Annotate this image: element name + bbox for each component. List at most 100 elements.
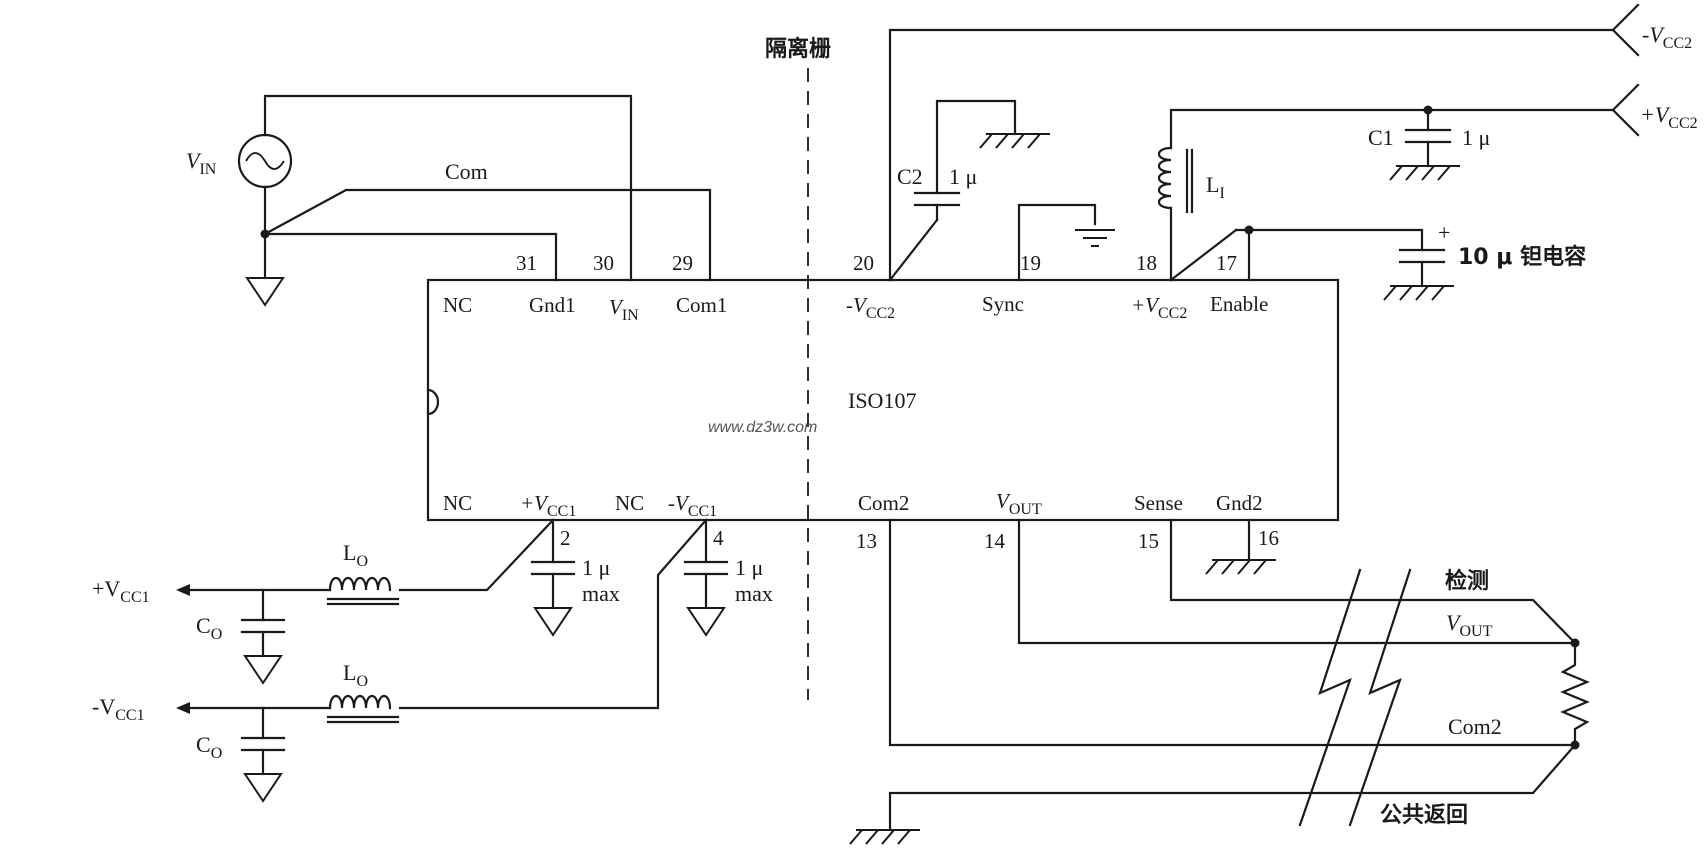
break-mark-2 [1348,568,1412,827]
ground-pin4-icon [686,607,726,637]
chip-body [426,278,1340,522]
ground-co-pos-icon [243,655,283,685]
cap-pin4-max: max [735,581,773,606]
wire-pin4 [398,518,708,710]
li-label: LI [1206,172,1225,202]
wire-vin-pin30 [263,94,633,282]
wire-li-top [1169,108,1615,150]
c1-label: C1 [1368,125,1394,150]
pin-15-label: Sense [1134,491,1183,515]
wire-node-pin31 [263,232,558,282]
cap-pin2-value: 1 μ [582,555,610,580]
wire-pin20-neg-vcc2 [888,28,1615,282]
pin-nc-top: NC [443,293,472,317]
inductor-lo-pos-icon [328,576,392,592]
tant-plus: + [1438,220,1450,245]
pin-15-num: 15 [1138,529,1159,553]
pin-14-label: VOUT [996,489,1042,518]
com2-label: Com2 [1448,714,1502,739]
neg-vcc2-terminal-icon [1611,3,1640,57]
wire-pin2 [398,518,555,592]
wire-common-return [888,743,1577,832]
common-return-label: 公共返回 [1380,803,1468,828]
ground-pin16-icon [1205,559,1276,575]
ground-co-neg-icon [243,773,283,803]
pin-4-num: 4 [713,526,724,550]
wire-pin20-to-c2 [888,218,939,282]
pin-20-num: 20 [853,251,874,275]
cap-pin4-value: 1 μ [735,555,763,580]
ground-common-return-icon [849,829,920,845]
wire-com2 [888,518,1577,747]
c2-value: 1 μ [949,164,977,189]
break-mark-1 [1298,568,1362,827]
neg-vcc1-label: -VCC1 [92,694,145,724]
sine-wave-icon [245,152,285,170]
tant-value: 10 μ 钽电容 [1458,244,1586,270]
pin-2-label: +VCC1 [520,491,576,520]
vout-label: VOUT [1446,610,1493,640]
pin-14-num: 14 [984,529,1006,553]
wire-sync-gnd [1017,203,1097,282]
pin-2-num: 2 [560,526,571,550]
vin-label: VIN [186,148,217,178]
pin-13-label: Com2 [858,491,909,515]
pin-16-label: Gnd2 [1216,491,1263,515]
ground-triangle-input-icon [245,277,285,307]
co-pos-label: CO [196,613,222,643]
pos-vcc1-label: +VCC1 [92,576,150,606]
chip-name: ISO107 [848,388,916,413]
neg-vcc1-arrow-icon [176,702,190,714]
pin-13-num: 13 [856,529,877,553]
pin-nc-bottom-1: NC [443,491,472,515]
pin-18-label: +VCC2 [1131,293,1187,322]
watermark: www.dz3w.com [708,419,817,436]
pin-18-num: 18 [1136,251,1157,275]
com-label: Com [445,159,488,184]
pos-vcc2-terminal-icon [1611,83,1640,137]
pin-30-num: 30 [593,251,614,275]
pos-vcc2-label: +VCC2 [1640,102,1698,132]
wire-pin18-enable [1169,228,1238,282]
c2-label: C2 [897,164,923,189]
ground-c1-icon [1389,165,1460,181]
cap-pin2-max: max [582,581,620,606]
lo-neg-label: LO [343,660,368,690]
pin-30-label: VIN [609,295,639,324]
pin-4-label: -VCC1 [668,491,717,520]
inductor-lo-neg-icon [328,694,392,710]
neg-vcc2-label: -VCC2 [1642,22,1692,52]
ground-tant-icon [1383,285,1454,301]
pin-31-label: Gnd1 [529,293,576,317]
sense-label: 检测 [1445,568,1489,594]
wire-enable-tant [1234,228,1424,252]
c1-value: 1 μ [1462,125,1490,150]
pin-19-num: 19 [1020,251,1041,275]
wire-sense [1169,518,1577,645]
pin-31-num: 31 [516,251,537,275]
ground-c2-icon [979,133,1050,149]
pin-19-label: Sync [982,292,1024,316]
pin-29-num: 29 [672,251,693,275]
load-resistor-icon [1560,641,1590,747]
ground-pin2-icon [533,607,573,637]
pos-vcc1-arrow-icon [176,584,190,596]
pin-29-label: Com1 [676,293,727,317]
enable-node [1244,225,1254,235]
c2-to-gnd [935,99,1017,195]
pin-nc-bottom-2: NC [615,491,644,515]
barrier-label: 隔离栅 [765,36,831,62]
pin-17-num: 17 [1216,251,1237,275]
pin-17-label: Enable [1210,292,1268,316]
pin-16-num: 16 [1258,526,1279,550]
ground-sync-icon [1075,229,1115,247]
wire-vout [1017,518,1577,645]
pin-20-label: -VCC2 [846,293,895,322]
wire-node-com-pin29 [263,188,712,282]
lo-pos-label: LO [343,540,368,570]
chip-notch [426,388,440,416]
inductor-li-icon [1157,146,1173,210]
co-neg-label: CO [196,732,222,762]
